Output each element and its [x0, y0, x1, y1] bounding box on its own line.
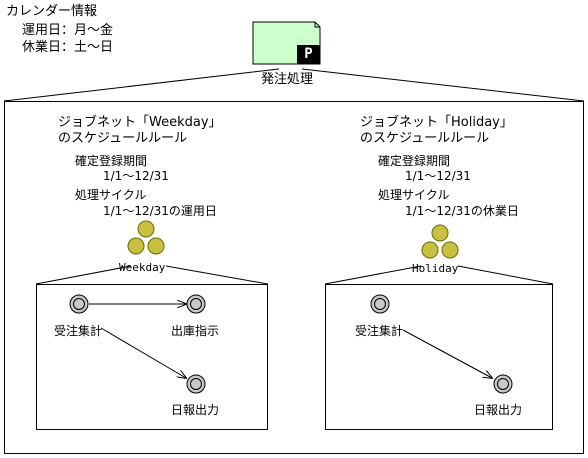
expand-line-right [301, 68, 585, 102]
weekday-job-daily-report[interactable] [186, 374, 206, 394]
weekday-job-order-total-label: 受注集計 [54, 324, 103, 338]
holiday-cycle-value: 1/1～12/31の休業日 [405, 204, 519, 218]
weekday-job-shipping[interactable] [186, 294, 206, 314]
holiday-expand-left [324, 265, 422, 285]
weekday-job-order-total[interactable] [69, 294, 89, 314]
holiday-job-order-total[interactable] [370, 294, 390, 314]
outer-frame [4, 101, 584, 454]
holiday-job-daily-report[interactable] [493, 374, 513, 394]
holiday-job-order-total-label: 受注集計 [355, 324, 404, 338]
weekday-period-label: 確定登録期間 [75, 154, 148, 168]
weekday-expand-right [165, 265, 269, 285]
top-job-label: 発注処理 [261, 72, 314, 87]
weekday-jobnet-frame [36, 284, 268, 430]
calendar-holidays: 休業日：土～日 [22, 40, 114, 55]
calendar-heading: カレンダー情報 [6, 4, 98, 19]
weekday-cycle-value: 1/1～12/31の運用日 [103, 204, 217, 218]
weekday-cycle-label: 処理サイクル [75, 188, 147, 202]
weekday-expand-left [35, 265, 132, 285]
holiday-arrow-to-report [402, 329, 492, 378]
holiday-title-line1: ジョブネット「Holiday」 [360, 115, 513, 130]
weekday-job-shipping-label: 出庫指示 [171, 324, 220, 338]
holiday-title-line2: のスケジュールルール [360, 131, 490, 146]
holiday-period-value: 1/1～12/31 [405, 169, 471, 183]
top-job-badge-bg [297, 45, 320, 64]
holiday-icon-label: Holiday [412, 262, 459, 275]
holiday-cycle-label: 処理サイクル [378, 188, 450, 202]
weekday-icon-label: Weekday [119, 261, 166, 274]
calendar-operating-days: 運用日：月～金 [22, 23, 114, 38]
weekday-period-value: 1/1～12/31 [103, 169, 169, 183]
holiday-jobnet-frame [325, 284, 553, 430]
holiday-period-label: 確定登録期間 [378, 154, 451, 168]
weekday-job-daily-report-label: 日報出力 [171, 403, 220, 417]
holiday-job-daily-report-label: 日報出力 [474, 403, 523, 417]
weekday-jobnet-icon[interactable] [127, 220, 165, 255]
top-job-icon[interactable] [252, 21, 321, 65]
holiday-expand-right [457, 265, 554, 285]
weekday-title-line2: のスケジュールルール [58, 131, 188, 146]
expand-line-left [3, 68, 280, 102]
weekday-title-line1: ジョブネット「Weekday」 [58, 115, 222, 130]
top-job-badge: P [304, 46, 313, 62]
holiday-jobnet-icon[interactable] [421, 224, 459, 259]
weekday-arrow-to-report [100, 327, 186, 378]
